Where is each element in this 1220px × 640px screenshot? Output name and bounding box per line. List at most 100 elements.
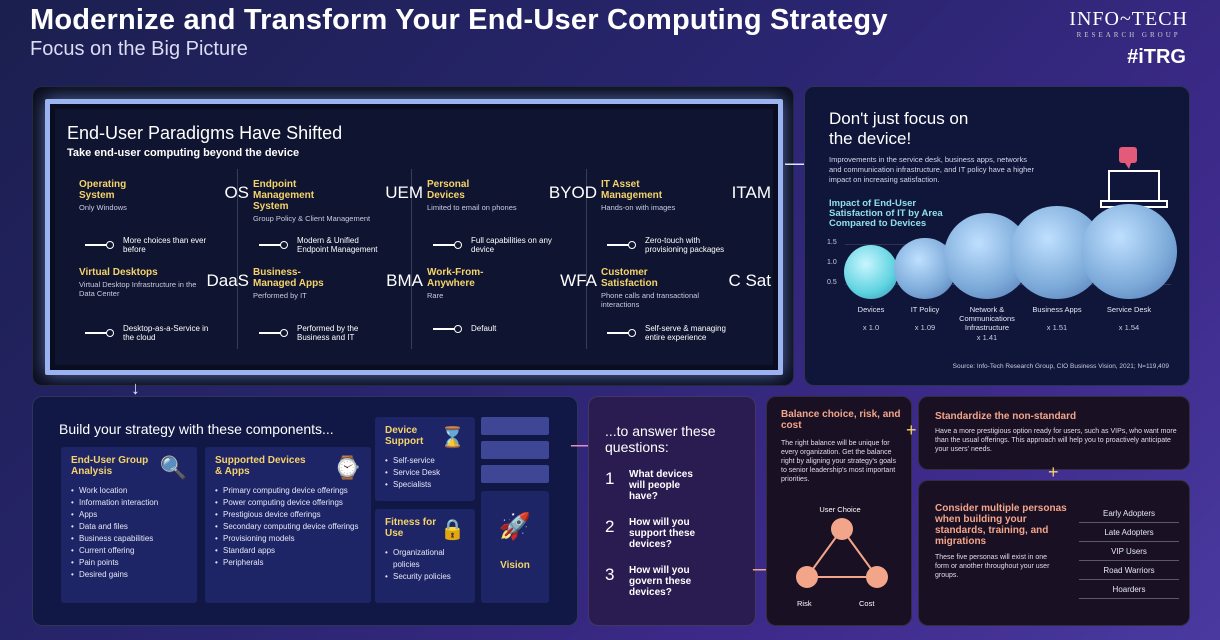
chart-title: Impact of End-User Satisfaction of IT by… [829,198,943,229]
question-item: 3 How will you govern these devices? [605,565,709,598]
list-item: Standard apps [215,545,361,557]
arrow-icon [85,241,114,249]
persona-item: Late Adopters [1079,528,1179,542]
cell-desc: Hands-on with images [601,203,676,212]
magnifier-icon: 🔍 [159,455,187,480]
arrow-icon [85,329,114,337]
cell-abbrev: BYOD [548,183,597,202]
balance-title: Balance choice, risk, and cost [781,409,901,431]
itrg-tag: #iTRG [1127,46,1186,68]
plus-icon: + [1048,462,1059,482]
paradigm-cell: Work-From-Anywhere WFA Rare Default [427,267,597,353]
cell-arrow-text: Desktop-as-a-Service in the cloud [123,324,209,342]
paradigm-cell: Virtual Desktops DaaS Virtual Desktop In… [79,267,249,353]
arrow-down-icon: ↓ [131,378,140,398]
cell-abbrev: OS [224,183,249,202]
paradigm-cell: IT Asset Management ITAM Hands-on with i… [601,179,771,265]
cell-arrow-text: Full capabilities on any device [471,236,552,254]
chart-source: Source: Info-Tech Research Group, CIO Bu… [952,363,1169,370]
arrow-icon [259,241,288,249]
personas-panel: Consider multiple personas when building… [918,480,1190,626]
page-title: Modernize and Transform Your End-User Co… [30,4,888,36]
persona-item: Early Adopters [1079,509,1179,523]
category-label: Service Desk [1106,305,1152,314]
arrow-icon [433,241,462,249]
list-item: Provisioning models [215,533,361,545]
list-item: Information interaction [71,497,187,509]
paradigm-cell: Business-Managed Apps BMA Performed by I… [253,267,423,353]
focus-title: Don't just focus on the device! [829,109,969,148]
y-tick-label: 0.5 [827,279,837,286]
y-tick-label: 1.0 [827,259,837,266]
cell-title: Virtual Desktops [79,267,158,278]
cell-desc: Group Policy & Client Management [253,214,371,223]
cell-title: Personal Devices [427,179,470,201]
standardize-title: Standardize the non-standard [935,411,1077,422]
list-item: Security policies [385,571,465,583]
cell-title: IT Asset Management [601,179,663,201]
question-text: What devices will people have? [629,469,693,502]
category-label: Business Apps [1032,305,1082,314]
question-item: 2 How will you support these devices? [605,517,709,550]
cell-arrow-text: Default [471,324,497,333]
arrow-right-icon: ⟶ [784,154,810,174]
cell-arrow-text: Modern & Unified Endpoint Management [297,236,378,254]
arrow-icon [433,324,462,333]
cell-desc: Limited to email on phones [427,203,517,212]
cell-desc: Phone calls and transactional interactio… [601,291,699,309]
cell-desc: Virtual Desktop Infrastructure in the Da… [79,280,197,298]
question-text: How will you support these devices? [629,517,696,550]
standardize-text: Have a more prestigious option ready for… [935,428,1177,453]
cell-desc: Only Windows [79,203,127,212]
balance-panel: Balance choice, risk, and cost The right… [766,396,912,626]
cell-arrow-text: Performed by the Business and IT [297,324,359,342]
personas-text: These five personas will exist in one fo… [935,554,1050,579]
paradigm-cell: Operating System OS Only Windows More ch… [79,179,249,265]
focus-panel: Don't just focus on the device! Improvem… [804,86,1190,386]
balance-text: The right balance will be unique for eve… [781,440,896,483]
arrow-icon [607,329,636,337]
cell-abbrev: C Sat [728,271,771,290]
list-item: Primary computing device offerings [215,485,361,497]
end-user-group-box: End-User Group Analysis 🔍 Work locationI… [61,447,197,603]
rocket-icon: 🚀 [498,511,532,541]
paradigms-panel: End-User Paradigms Have Shifted Take end… [32,86,794,386]
question-text: How will you govern these devices? [629,565,692,598]
vision-box: 🚀 Vision [481,491,549,603]
device-support-box: Device Support ⌛ Self-serviceService Des… [375,417,475,501]
paradigm-cell: Personal Devices BYOD Limited to email o… [427,179,597,265]
cell-title: Operating System [79,179,127,201]
bubble-mark [843,244,899,299]
cell-arrow-text: More choices than ever before [123,236,207,254]
list-item: Peripherals [215,557,361,569]
list-item: Work location [71,485,187,497]
focus-text: Improvements in the service desk, busine… [829,155,1034,184]
cell-abbrev: ITAM [731,183,771,202]
question-number: 2 [605,517,615,536]
value-label: x 1.0 [862,323,880,332]
cell-title: Endpoint Management System [253,179,315,212]
arrow-icon [607,241,636,249]
cell-title: Customer Satisfaction [601,267,658,289]
cost-label: Cost [859,599,875,608]
lock-icon: 🔒 [440,519,465,541]
paradigm-cell: Endpoint Management System UEM Group Pol… [253,179,423,265]
cell-abbrev: BMA [386,271,423,290]
plus-icon: + [906,420,917,440]
paradigms-title: End-User Paradigms Have Shifted [67,123,343,143]
page-subtitle: Focus on the Big Picture [30,38,248,60]
cell-title: Business-Managed Apps [253,267,324,289]
user-choice-label: User Choice [819,505,861,514]
question-number: 3 [605,565,615,584]
cell-arrow-text: Zero-touch with provisioning packages [645,236,725,254]
risk-label: Risk [797,599,812,608]
value-label: x 1.41 [976,333,998,342]
list-item: Pain points [71,557,187,569]
persona-item: Road Warriors [1079,566,1179,580]
category-label: Network & Communications Infrastructure [959,305,1015,332]
category-label: Devices [857,305,885,314]
build-title: Build your strategy with these component… [59,421,334,437]
list-item: Desired gains [71,569,187,581]
